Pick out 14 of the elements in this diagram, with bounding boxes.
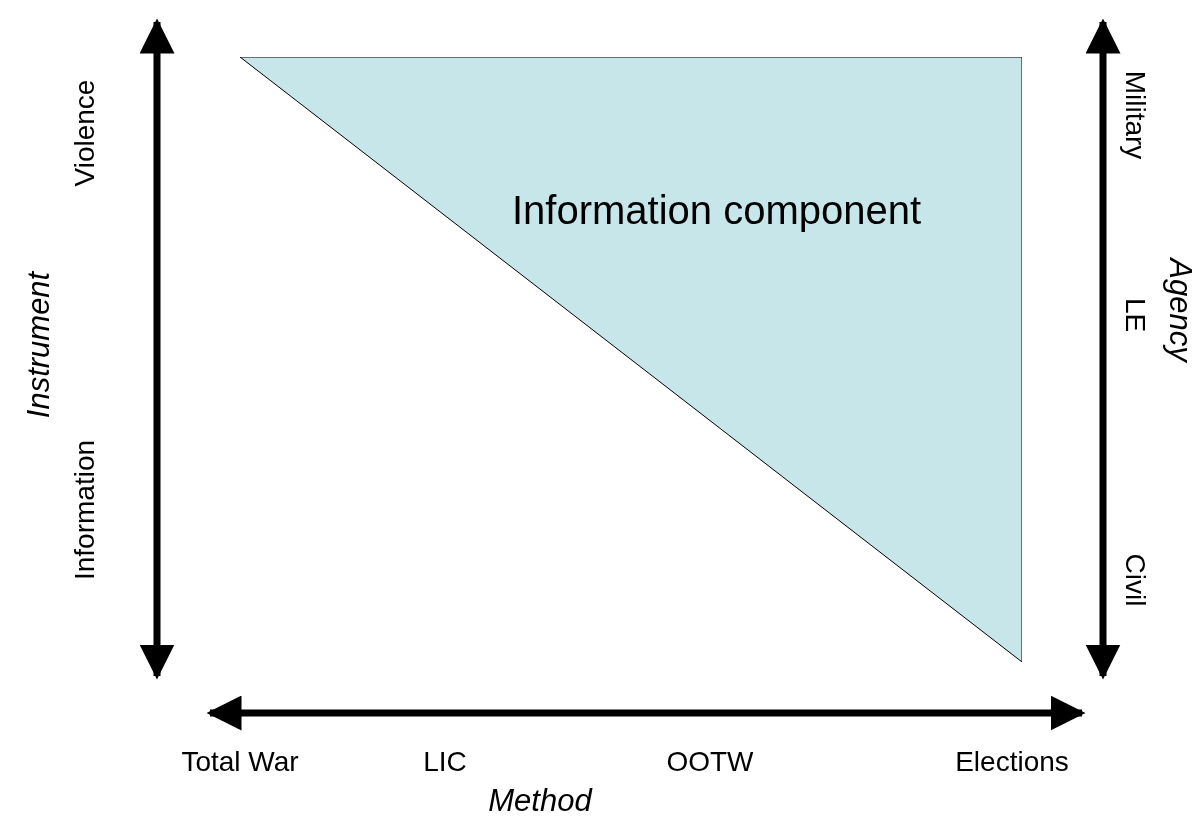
scale-label: Information xyxy=(71,439,99,581)
scale-label: OOTW xyxy=(666,748,754,776)
axis-title: Instrument xyxy=(22,271,54,419)
scale-label: Total War xyxy=(181,748,299,776)
scale-label: Elections xyxy=(955,748,1069,776)
scale-label: LIC xyxy=(423,748,467,776)
scale-label: LE xyxy=(1121,297,1149,333)
scale-label: Violence xyxy=(71,79,99,187)
scale-label: Civil xyxy=(1121,553,1149,607)
region-label: Information component xyxy=(512,190,922,230)
axis-title: Method xyxy=(488,784,592,816)
shaded-triangle xyxy=(240,57,1022,662)
axis-title: Agency xyxy=(1164,258,1196,362)
scale-label: Military xyxy=(1121,70,1149,160)
